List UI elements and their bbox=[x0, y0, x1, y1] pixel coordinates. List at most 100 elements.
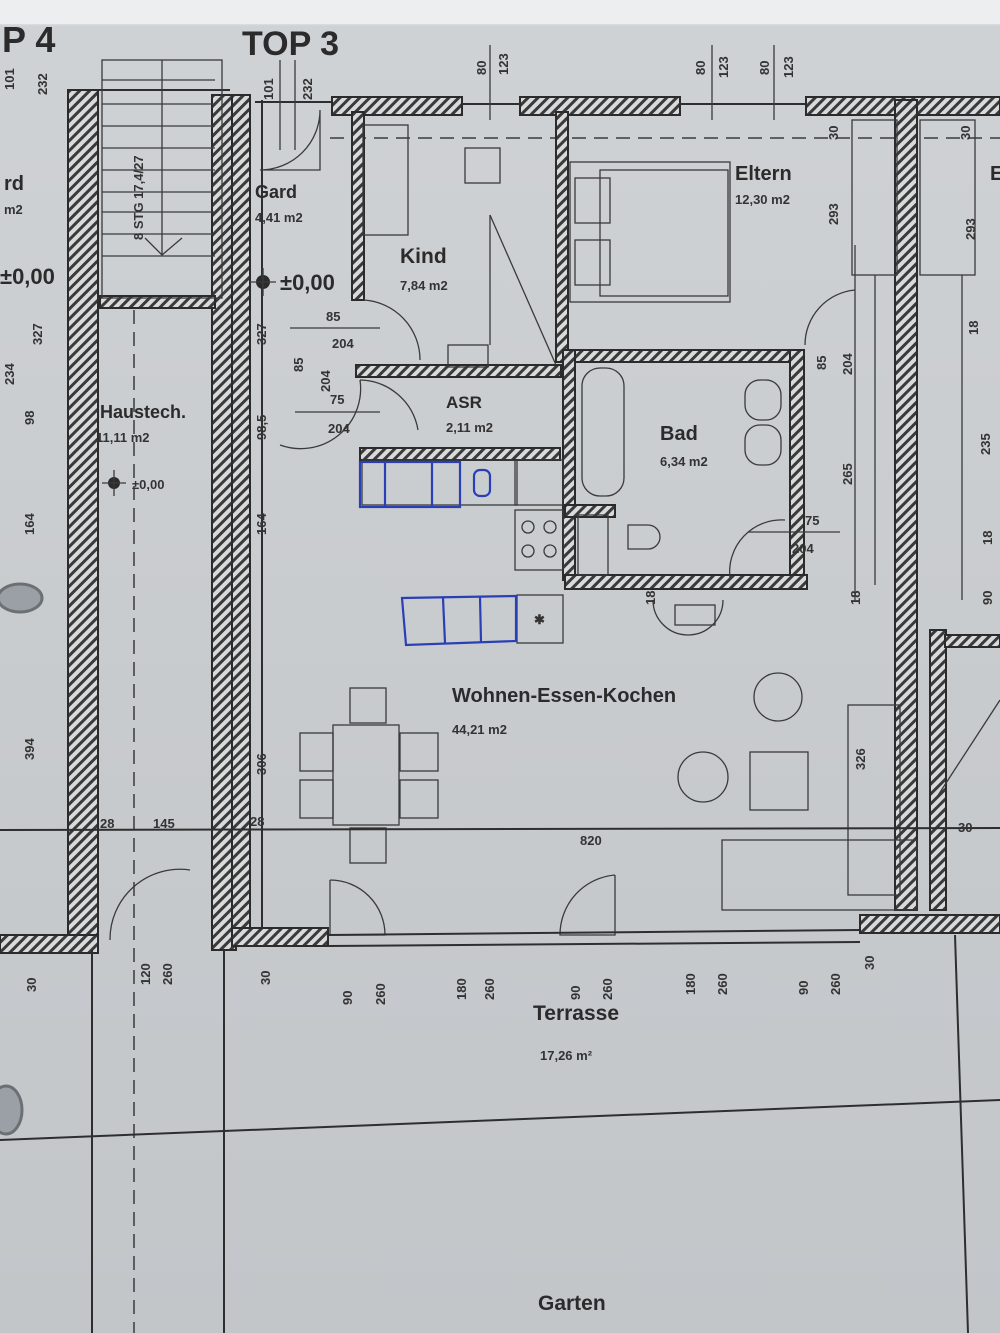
svg-text:✱: ✱ bbox=[534, 612, 545, 627]
dining-table bbox=[299, 687, 439, 864]
svg-text:123: 123 bbox=[496, 53, 511, 75]
svg-text:±0,00: ±0,00 bbox=[280, 270, 335, 295]
svg-text:18: 18 bbox=[643, 591, 658, 605]
svg-text:394: 394 bbox=[22, 738, 37, 760]
terrace-garden-lines bbox=[0, 934, 1000, 1333]
svg-text:28: 28 bbox=[100, 816, 114, 831]
terrace-dims: 30 120 260 30 90 260 180 260 90 260 180 … bbox=[24, 956, 877, 1005]
bottom-wall bbox=[0, 827, 1000, 954]
room-name-asr: ASR bbox=[446, 393, 482, 412]
room-area-asr: 2,11 m2 bbox=[446, 420, 493, 435]
svg-text:235: 235 bbox=[978, 433, 993, 455]
svg-text:265: 265 bbox=[840, 463, 855, 485]
svg-text:232: 232 bbox=[300, 78, 315, 100]
svg-text:204: 204 bbox=[792, 541, 814, 556]
svg-text:293: 293 bbox=[963, 218, 978, 240]
binder-rings bbox=[0, 582, 44, 1136]
sketch-counter bbox=[400, 594, 518, 647]
room-area-wohnen: 44,21 m2 bbox=[452, 722, 507, 737]
svg-text:180: 180 bbox=[454, 978, 469, 1000]
svg-text:260: 260 bbox=[828, 973, 843, 995]
svg-text:30: 30 bbox=[862, 956, 877, 970]
svg-text:204: 204 bbox=[332, 336, 354, 351]
room-area-kind: 7,84 m2 bbox=[400, 278, 448, 293]
svg-text:164: 164 bbox=[22, 513, 37, 535]
eltern-furniture bbox=[569, 119, 976, 600]
svg-text:90: 90 bbox=[796, 981, 811, 995]
room-name-wohnen: Wohnen-Essen-Kochen bbox=[452, 685, 676, 707]
svg-text:80: 80 bbox=[757, 61, 772, 75]
svg-text:80: 80 bbox=[693, 61, 708, 75]
svg-text:327: 327 bbox=[254, 323, 269, 345]
svg-text:75: 75 bbox=[330, 392, 344, 407]
room-name-kind: Kind bbox=[400, 245, 447, 268]
svg-text:85: 85 bbox=[326, 309, 340, 324]
left-dims: 327 234 98 164 394 327 98,5 164 306 bbox=[2, 323, 269, 775]
svg-text:164: 164 bbox=[254, 513, 269, 535]
svg-text:90: 90 bbox=[340, 991, 355, 1005]
svg-text:90: 90 bbox=[980, 591, 995, 605]
svg-text:123: 123 bbox=[716, 56, 731, 78]
svg-text:260: 260 bbox=[482, 978, 497, 1000]
svg-text:85: 85 bbox=[814, 356, 829, 370]
kind-furniture bbox=[362, 124, 557, 368]
svg-text:90: 90 bbox=[568, 986, 583, 1000]
stair-label: 8 STG 17,4/27 bbox=[131, 155, 146, 240]
svg-text:30: 30 bbox=[258, 971, 273, 985]
svg-text:306: 306 bbox=[254, 753, 269, 775]
right-dims: 30 293 265 18 30 293 18 235 18 90 18 bbox=[643, 126, 995, 605]
svg-text:18: 18 bbox=[848, 591, 863, 605]
svg-text:80: 80 bbox=[474, 61, 489, 75]
svg-text:204: 204 bbox=[840, 353, 855, 375]
svg-text:28: 28 bbox=[250, 814, 264, 829]
room-name-eltern: Eltern bbox=[735, 163, 792, 185]
bad-fixtures bbox=[577, 367, 840, 579]
svg-text:101: 101 bbox=[2, 68, 17, 90]
room-name-haustech: Haustech. bbox=[100, 402, 186, 422]
svg-text:327: 327 bbox=[30, 323, 45, 345]
svg-text:18: 18 bbox=[980, 531, 995, 545]
unit-title-left: P 4 bbox=[2, 19, 55, 60]
svg-text:101: 101 bbox=[261, 78, 276, 100]
room-area-neighbor-left: m2 bbox=[4, 202, 23, 217]
svg-text:820: 820 bbox=[580, 833, 602, 848]
room-name-garten: Garten bbox=[538, 1292, 606, 1315]
room-area-bad: 6,34 m2 bbox=[660, 454, 708, 469]
svg-text:120: 120 bbox=[138, 963, 153, 985]
svg-text:18: 18 bbox=[966, 321, 981, 335]
svg-text:204: 204 bbox=[328, 421, 350, 436]
level-marker-gard: ±0,00 bbox=[250, 268, 335, 296]
top-exterior-wall bbox=[70, 89, 1000, 116]
svg-text:30: 30 bbox=[826, 126, 841, 140]
kitchen: ✱ bbox=[358, 459, 564, 647]
room-name-gard: Gard bbox=[255, 182, 297, 202]
room-area-eltern: 12,30 m2 bbox=[735, 192, 790, 207]
svg-text:75: 75 bbox=[805, 513, 819, 528]
level-marker-haustech: ±0,00 bbox=[102, 470, 164, 496]
svg-text:232: 232 bbox=[35, 73, 50, 95]
svg-text:85: 85 bbox=[291, 358, 306, 372]
room-name-neighbor-right: E bbox=[990, 163, 1000, 185]
paper-edge bbox=[0, 0, 1000, 24]
room-area-haustech: 11,11 m2 bbox=[96, 430, 150, 445]
svg-text:234: 234 bbox=[2, 363, 17, 385]
svg-text:123: 123 bbox=[781, 56, 796, 78]
svg-text:260: 260 bbox=[160, 963, 175, 985]
room-area-terrasse: 17,26 m² bbox=[540, 1048, 593, 1063]
level-marker-left: ±0,00 bbox=[0, 264, 55, 289]
top-window-dims: 101 232 80 123 80 123 80 123 101 232 bbox=[2, 45, 796, 150]
svg-text:98: 98 bbox=[22, 411, 37, 425]
svg-text:98,5: 98,5 bbox=[254, 415, 269, 440]
svg-text:30: 30 bbox=[958, 126, 973, 140]
living-furniture: 326 bbox=[677, 672, 1000, 911]
doors bbox=[109, 109, 856, 941]
room-name-bad: Bad bbox=[660, 423, 698, 445]
svg-text:±0,00: ±0,00 bbox=[132, 477, 164, 492]
svg-text:±0,00: ±0,00 bbox=[0, 264, 55, 289]
svg-text:260: 260 bbox=[373, 983, 388, 1005]
svg-text:30: 30 bbox=[24, 978, 39, 992]
room-name-terrasse: Terrasse bbox=[533, 1002, 619, 1025]
svg-text:145: 145 bbox=[153, 816, 175, 831]
